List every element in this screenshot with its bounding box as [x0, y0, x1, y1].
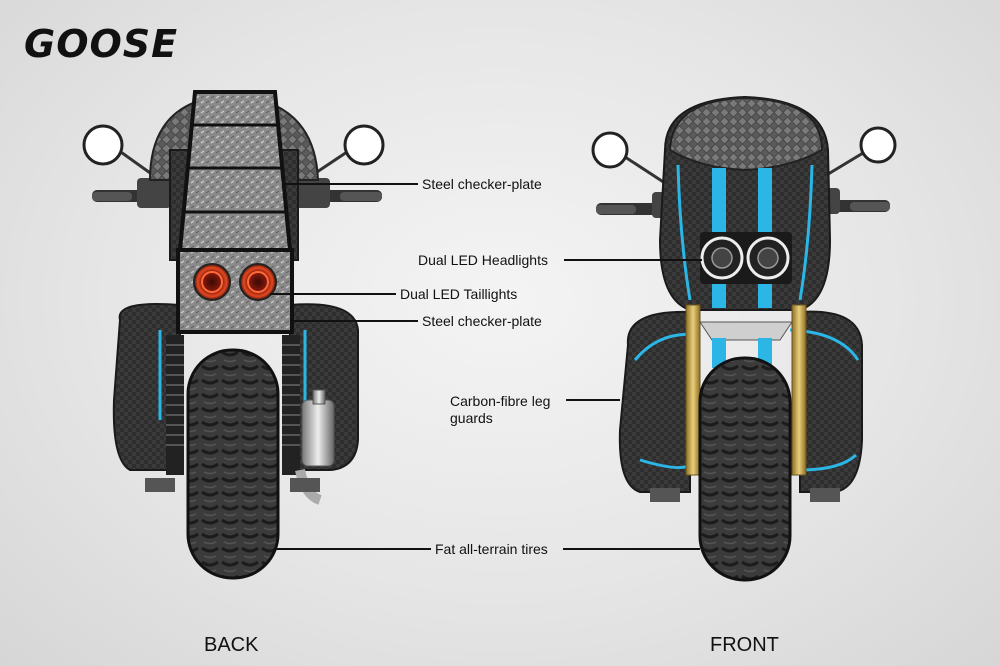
front-leg-guard-right [799, 310, 863, 493]
callout-steel-checker-plate-bottom: Steel checker-plate [422, 313, 542, 329]
front-view-motorcycle [591, 95, 897, 582]
front-tire [698, 356, 792, 582]
back-rear-tire [186, 348, 280, 580]
front-forks [685, 304, 807, 476]
back-leg-guard-left [112, 303, 181, 471]
callout-carbon-fibre-leg-guards: Carbon-fibre leg guards [450, 393, 551, 426]
callout-leader-lines [270, 183, 702, 550]
back-mirror-left [82, 124, 161, 182]
front-windscreen [668, 96, 824, 172]
back-shock-absorbers [166, 335, 300, 475]
front-mirror-left [591, 131, 669, 187]
back-checker-plate-bottom [176, 248, 294, 334]
view-label-back: BACK [204, 634, 259, 656]
goose-logo: GOOSE [24, 22, 179, 66]
back-taillights [193, 263, 277, 301]
view-label-front: FRONT [710, 634, 779, 656]
callout-fat-all-terrain-tires: Fat all-terrain tires [435, 541, 548, 557]
callout-dual-led-taillights: Dual LED Taillights [400, 286, 518, 302]
back-handlebar [92, 178, 382, 208]
callout-dual-led-headlights: Dual LED Headlights [418, 252, 548, 268]
back-checker-plate-top [177, 90, 293, 252]
front-headlights [700, 232, 792, 284]
back-view-motorcycle [82, 90, 385, 580]
callout-steel-checker-plate-top: Steel checker-plate [422, 176, 542, 192]
